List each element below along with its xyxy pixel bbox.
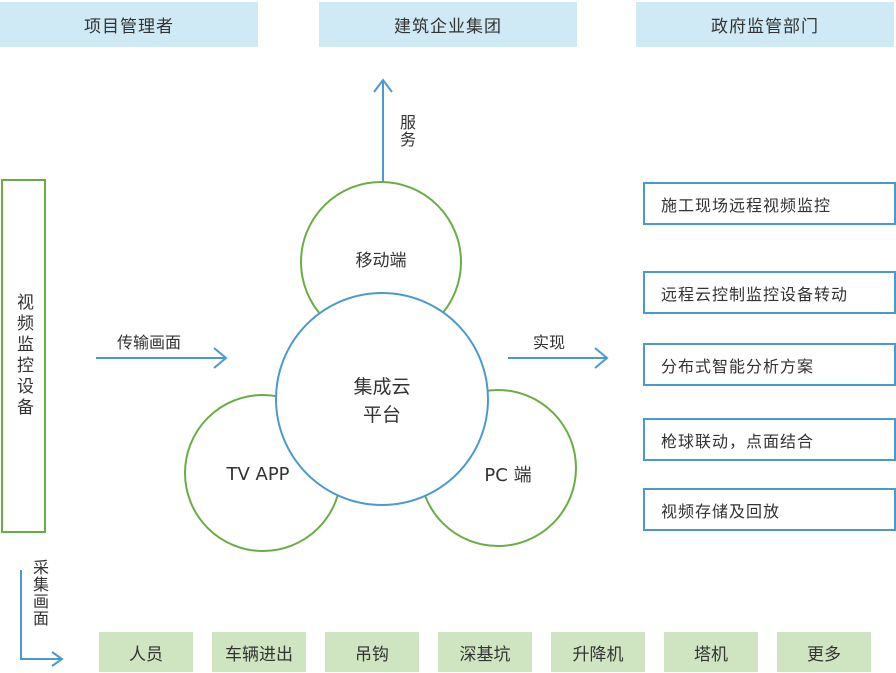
cloud-platform-label: 集成云 平台 bbox=[332, 373, 432, 429]
collect-arrow-line bbox=[20, 570, 62, 660]
feature-label: 分布式智能分析方案 bbox=[661, 356, 815, 376]
feature-label: 枪球联动，点面结合 bbox=[661, 431, 815, 451]
chip-hook: 吊钩 bbox=[325, 632, 419, 672]
cloud-platform-line1: 集成云 bbox=[353, 376, 411, 398]
chip-tower-crane: 塔机 bbox=[664, 632, 758, 672]
feature-label: 施工现场远程视频监控 bbox=[661, 195, 832, 215]
realize-label: 实现 bbox=[533, 333, 566, 352]
service-label: 服务 bbox=[397, 114, 416, 148]
capture-target-row: 人员 车辆进出 吊钩 深基坑 升降机 塔机 更多 bbox=[99, 632, 871, 672]
chip-vehicles: 车辆进出 bbox=[212, 632, 306, 672]
cloud-platform-circle bbox=[275, 292, 489, 506]
monitoring-device-box: 视频监控设备 bbox=[1, 179, 46, 533]
chip-foundation-pit: 深基坑 bbox=[438, 632, 532, 672]
realize-arrow-head bbox=[594, 347, 609, 369]
pc-label: PC 端 bbox=[484, 465, 532, 486]
feature-camera-linkage: 枪球联动，点面结合 bbox=[643, 418, 896, 461]
transfer-arrow-head bbox=[213, 347, 228, 369]
top-box-construction-group: 建筑企业集团 bbox=[319, 2, 577, 47]
feature-remote-control: 远程云控制监控设备转动 bbox=[643, 271, 896, 314]
feature-label: 视频存储及回放 bbox=[661, 501, 781, 521]
chip-elevator: 升降机 bbox=[551, 632, 645, 672]
collect-label: 采集画面 bbox=[30, 559, 49, 627]
tv-app-label: TV APP bbox=[226, 464, 290, 485]
transfer-label: 传输画面 bbox=[117, 333, 182, 352]
collect-arrow-head bbox=[51, 651, 64, 667]
service-arrow-head bbox=[373, 78, 393, 93]
mobile-label: 移动端 bbox=[355, 251, 407, 271]
feature-remote-monitoring: 施工现场远程视频监控 bbox=[643, 182, 896, 225]
top-box-label: 建筑企业集团 bbox=[394, 17, 502, 37]
top-box-label: 政府监管部门 bbox=[711, 17, 819, 37]
feature-storage-playback: 视频存储及回放 bbox=[643, 488, 896, 531]
feature-label: 远程云控制监控设备转动 bbox=[661, 284, 849, 304]
feature-smart-analysis: 分布式智能分析方案 bbox=[643, 343, 896, 386]
chip-more: 更多 bbox=[777, 632, 871, 672]
chip-personnel: 人员 bbox=[99, 632, 193, 672]
monitoring-device-label: 视频监控设备 bbox=[13, 293, 33, 419]
top-box-government-dept: 政府监管部门 bbox=[636, 2, 894, 47]
cloud-platform-line2: 平台 bbox=[362, 404, 401, 426]
top-box-project-manager: 项目管理者 bbox=[0, 2, 258, 47]
top-box-label: 项目管理者 bbox=[84, 17, 174, 37]
